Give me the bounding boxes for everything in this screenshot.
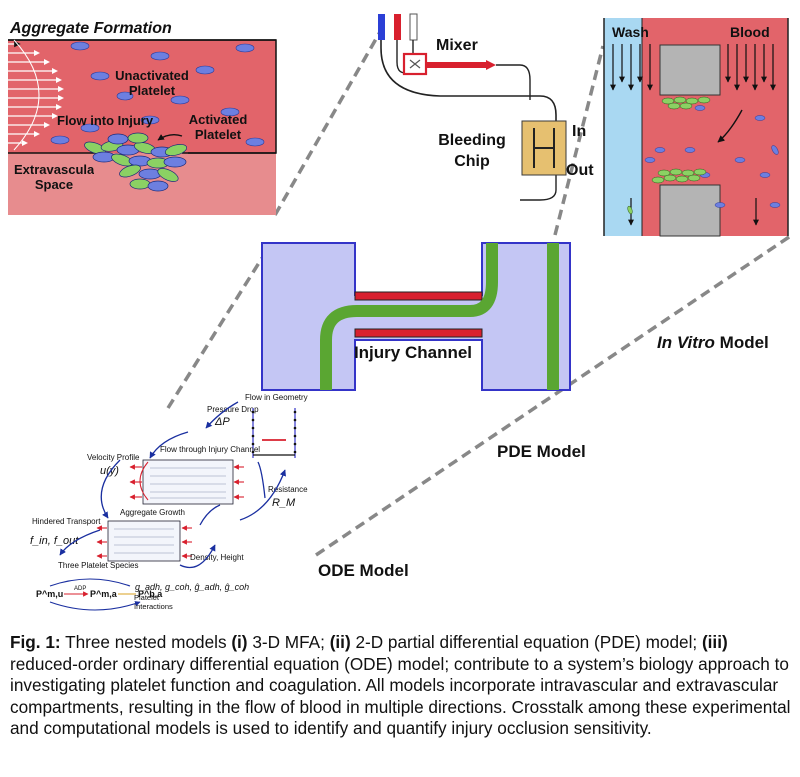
flow-geometry-label: Flow in Geometry — [245, 393, 308, 402]
microfluidic-panel: Wash Blood — [603, 18, 789, 237]
adp-label: ADP — [74, 586, 86, 592]
flow-arrowheads — [22, 50, 64, 146]
flow-profile-arrows — [8, 39, 58, 151]
in-vitro-italic: In Vitro — [657, 333, 715, 352]
caption-fig: Fig. 1: — [10, 632, 61, 652]
aggregate-growth-label: Aggregate Growth — [120, 508, 185, 517]
white-syringe — [409, 13, 418, 41]
platelet-aggregate — [84, 132, 188, 192]
pressure-symbol: ΔP — [214, 416, 230, 428]
mixer-outlet — [426, 62, 486, 68]
wash-channel — [604, 18, 642, 236]
caption-ii: (ii) — [329, 632, 351, 652]
injury-label: Injury Channel — [354, 343, 472, 362]
wash-label: Wash — [612, 24, 649, 40]
aggregate-growth-box — [107, 520, 181, 562]
bleeding-chip-label: Bleeding Chip — [438, 132, 506, 170]
caption-i: (i) — [231, 632, 248, 652]
interactions-label: Platelet Interactions — [134, 593, 173, 611]
pde-model-label: PDE Model — [497, 442, 586, 461]
species-label: Three Platelet Species — [58, 561, 139, 570]
mixer-label: Mixer — [436, 37, 478, 54]
blue-syringe — [378, 14, 385, 40]
caption-t2: 3-D MFA; — [247, 632, 330, 652]
aggregate-band — [320, 243, 498, 390]
in-vitro-rest: Model — [715, 333, 769, 352]
hindered-symbol: f_in, f_out — [30, 535, 79, 547]
caption-iii: (iii) — [701, 632, 728, 652]
connector-lines — [166, 31, 793, 557]
caption-t1: Three nested models — [60, 632, 232, 652]
velocity-label: Velocity Profile — [87, 453, 140, 462]
hindered-transport-label: Hindered Transport — [32, 517, 101, 526]
blood-label: Blood — [730, 24, 770, 40]
network-dots — [251, 410, 297, 454]
resistance-symbol: R_M — [272, 497, 296, 509]
flow-into-injury-label: Flow into Injury — [57, 113, 154, 128]
grey-block-top — [659, 44, 721, 96]
resistance-label: Resistance — [268, 485, 308, 494]
species-ma: P^m,a — [90, 589, 118, 599]
interactions-symbol: g_adh, g_coh, ĝ_adh, ĝ_coh — [135, 582, 249, 592]
resistor-network — [252, 408, 296, 458]
pde-geometry-panel: Injury Channel — [261, 242, 571, 391]
flow-channel-box — [142, 459, 234, 505]
in-label: In — [572, 123, 586, 140]
activated-platelet-label: Activated Platelet — [188, 112, 248, 142]
in-vitro-model-label: In Vitro Model — [657, 333, 769, 352]
velocity-symbol: u(y) — [100, 465, 119, 477]
grey-block-bottom — [659, 184, 721, 237]
red-syringe — [394, 14, 401, 40]
ode-model-label: ODE Model — [318, 561, 409, 580]
figure-caption: Fig. 1: Three nested models (i) 3-D MFA;… — [10, 632, 792, 740]
unactivated-platelets — [50, 41, 265, 147]
caption-t4: reduced-order ordinary differential equa… — [10, 653, 791, 739]
right-aggregate-band — [547, 243, 559, 390]
out-label: Out — [566, 162, 594, 179]
extravascular-space-label: Extravascular Space — [14, 162, 94, 192]
ode-model-panel: Pressure Drop ΔP Flow in Geometry Flow t… — [30, 393, 308, 611]
flow-channel-label: Flow through Injury Channel — [160, 445, 260, 454]
species-ba: P^b,a — [138, 589, 163, 599]
injury-wall-bottom — [354, 328, 483, 338]
species-mu: P^m,u — [36, 589, 63, 599]
unactivated-platelet-label: Unactivated Platelet — [115, 68, 189, 98]
aggregate-title: Aggregate Formation — [9, 20, 172, 37]
density-label: Density, Height — [190, 553, 244, 562]
experimental-setup: Mixer Bleeding Chip In Out — [378, 13, 594, 201]
injury-wall-top — [354, 291, 483, 301]
caption-t3: 2-D partial differential equation (PDE) … — [350, 632, 702, 652]
aggregate-formation-panel: Aggregate Formation Unactivated Platelet… — [8, 20, 277, 215]
pressure-drop-label: Pressure Drop — [207, 405, 259, 414]
